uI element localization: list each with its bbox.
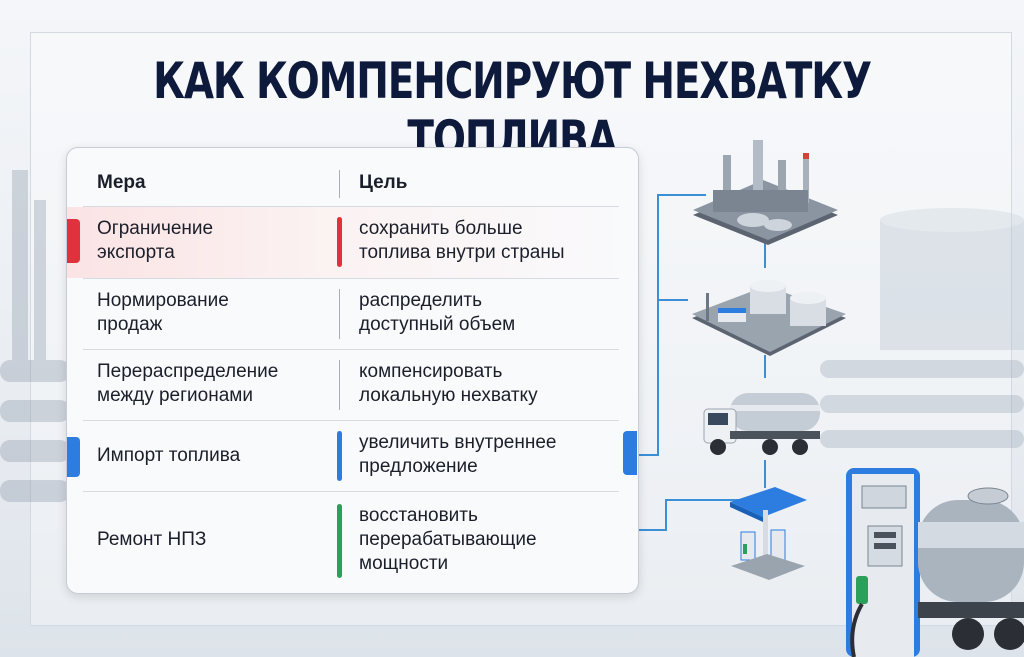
tank-farm-icon	[692, 280, 846, 356]
measure-text: продаж	[97, 314, 163, 335]
blue-goal-marker	[337, 431, 342, 481]
measure-text: Нормирование	[97, 290, 229, 311]
row-divider	[83, 491, 619, 492]
row-divider	[83, 420, 619, 421]
row-divider	[83, 278, 619, 279]
goal-text: сохранить больше	[359, 218, 523, 239]
background-pipes-left-icon	[0, 170, 70, 502]
green-goal-marker	[337, 504, 342, 578]
goal-text: топлива внутри страны	[359, 242, 565, 263]
tanker-trailer-icon	[918, 487, 1024, 650]
measure-text: Ограничение	[97, 218, 214, 239]
table-row: Импорт топлива увеличить внутреннее пред…	[67, 421, 638, 491]
goal-text: увеличить внутреннее	[359, 432, 557, 453]
goal-text: локальную нехватку	[359, 385, 538, 406]
measure-text: между регионами	[97, 385, 253, 406]
goal-text: распределить	[359, 290, 482, 311]
refinery-icon	[693, 140, 838, 245]
measures-table: Мера Цель Ограничение экспорта сохранить…	[66, 147, 639, 594]
row-divider	[83, 206, 619, 207]
header-divider	[339, 170, 340, 198]
measure-text: Ремонт НПЗ	[97, 529, 207, 550]
goal-text: мощности	[359, 553, 449, 574]
background-tanks-right-icon	[820, 208, 1024, 448]
fuel-truck-icon	[703, 393, 820, 455]
table-row: Ремонт НПЗ восстановить перерабатывающие…	[67, 492, 638, 588]
red-marker	[67, 219, 80, 263]
measure-text: экспорта	[97, 242, 175, 263]
goal-text: компенсировать	[359, 361, 503, 382]
goal-text: предложение	[359, 456, 478, 477]
table-row: Перераспределение между регионами компен…	[67, 350, 638, 420]
blue-marker	[67, 437, 80, 477]
goal-text: доступный объем	[359, 314, 516, 335]
measure-text: Перераспределение	[97, 361, 279, 382]
goal-text: восстановить	[359, 505, 478, 526]
column-header-goal: Цель	[359, 172, 408, 193]
row-divider	[83, 349, 619, 350]
column-header-measure: Мера	[97, 172, 146, 193]
table-row: Ограничение экспорта сохранить больше то…	[67, 207, 638, 278]
red-goal-marker	[337, 217, 342, 267]
goal-text: перерабатывающие	[359, 529, 537, 550]
fuel-pump-icon	[846, 468, 920, 657]
measure-text: Импорт топлива	[97, 445, 241, 466]
connector-tab	[623, 431, 637, 475]
table-row: Нормирование продаж распределить доступн…	[67, 279, 638, 349]
gas-station-icon	[730, 487, 807, 580]
